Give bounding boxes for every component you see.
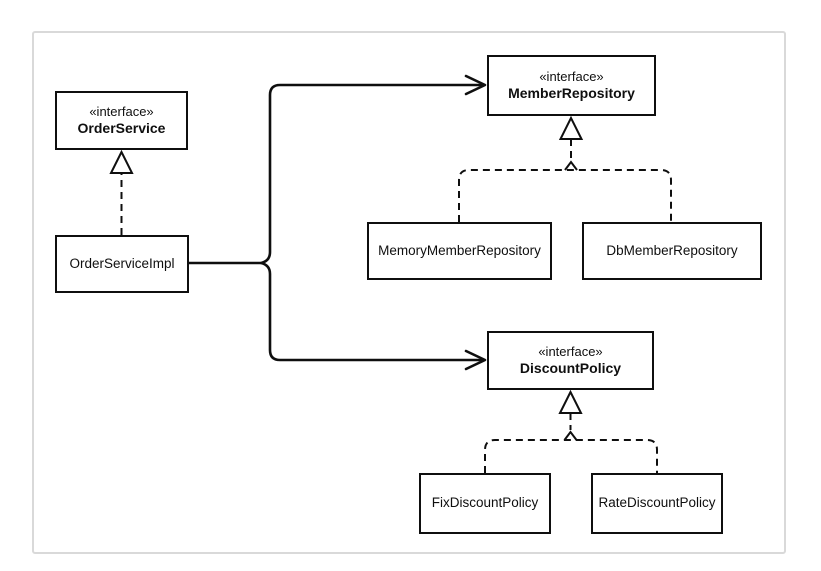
class-box-order-service: «interface» OrderService [55,91,188,150]
open-arrowhead-member-repository-icon [464,74,487,96]
class-name-rate-discount-policy: RateDiscountPolicy [598,495,716,511]
class-name-discount-policy: DiscountPolicy [519,359,622,376]
hollow-triangle-discount-policy-icon [558,389,583,414]
class-box-memory-member-repository: MemoryMemberRepository [367,222,552,280]
class-box-db-member-repository: DbMemberRepository [582,222,762,280]
class-name-order-service: OrderService [77,119,166,136]
class-name-order-service-impl: OrderServiceImpl [69,255,175,271]
class-box-fix-discount-policy: FixDiscountPolicy [419,473,551,534]
realization-line-member-tree [458,169,672,222]
dependency-line-branches [260,83,483,362]
class-box-order-service-impl: OrderServiceImpl [55,235,189,293]
class-box-rate-discount-policy: RateDiscountPolicy [591,473,723,534]
realization-merge-caret-policy-icon [563,430,578,441]
hollow-triangle-order-service-icon [109,149,134,174]
class-name-fix-discount-policy: FixDiscountPolicy [431,495,539,511]
realization-line-policy-tree [484,439,658,473]
class-name-memory-member-repository: MemoryMemberRepository [378,242,541,258]
class-name-member-repository: MemberRepository [508,84,635,101]
class-box-discount-policy: «interface» DiscountPolicy [487,331,654,390]
stereotype-label: «interface» [89,103,154,119]
realization-merge-caret-member-icon [564,160,578,171]
open-arrowhead-discount-policy-icon [464,349,487,371]
class-name-db-member-repository: DbMemberRepository [606,242,738,258]
stereotype-label: «interface» [539,68,604,84]
hollow-triangle-member-repository-icon [558,115,584,140]
stereotype-label: «interface» [538,343,603,359]
class-box-member-repository: «interface» MemberRepository [487,55,656,116]
